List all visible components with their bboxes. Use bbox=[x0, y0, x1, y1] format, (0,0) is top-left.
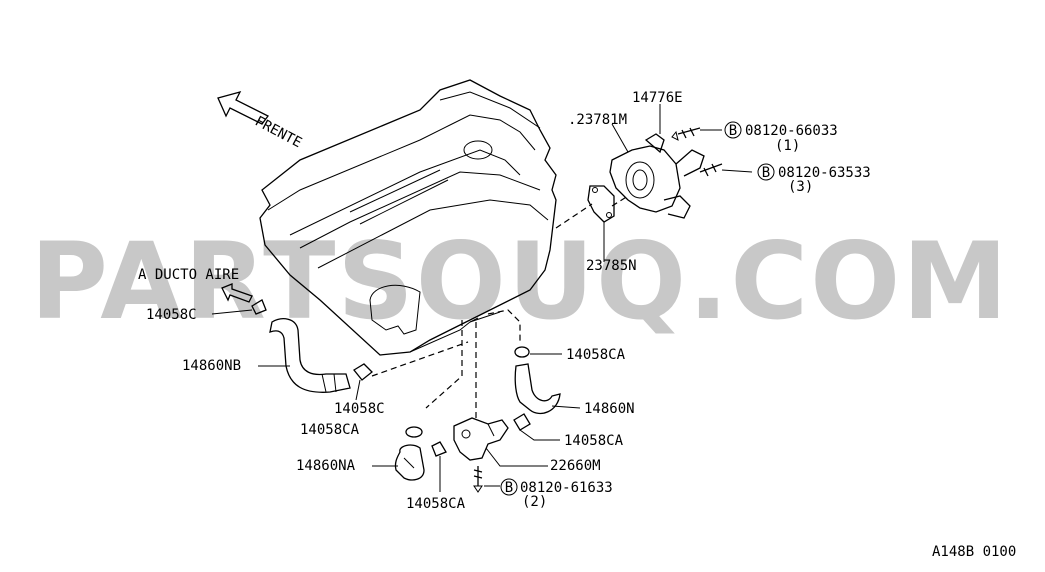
svg-text:B: B bbox=[729, 123, 737, 139]
bolt-08120-63533-icon bbox=[699, 163, 723, 177]
hose-14860nb bbox=[269, 318, 351, 393]
bolt-symbol-2: B bbox=[757, 163, 775, 181]
bolt-symbol-3: B bbox=[500, 478, 518, 496]
clamp-14058ca-bottom bbox=[431, 441, 447, 457]
label-22660m: 22660M bbox=[550, 458, 601, 474]
direction-label: FRENTE bbox=[252, 113, 304, 151]
watermark-text: PARTSOUQ.COM bbox=[30, 220, 1009, 343]
label-23785n: 23785N bbox=[586, 258, 637, 274]
label-14058c-top: 14058C bbox=[146, 307, 197, 323]
bolt-08120-66033-icon bbox=[671, 127, 701, 141]
label-14058ca-left: 14058CA bbox=[300, 422, 360, 438]
clamp-14058ca-right-top bbox=[514, 346, 530, 358]
bolt-symbol-1: B bbox=[724, 121, 742, 139]
clamp-14058c-top bbox=[251, 299, 267, 315]
label-08120-61633: 08120-61633 bbox=[520, 480, 613, 496]
hose-14860na bbox=[394, 444, 425, 481]
label-08120-66033: 08120-66033 bbox=[745, 123, 838, 139]
clamp-14058c-mid bbox=[353, 363, 373, 381]
label-08120-63533: 08120-63533 bbox=[778, 165, 871, 181]
label-08120-66033-qty: (1) bbox=[775, 138, 800, 154]
label-08120-61633-qty: (2) bbox=[522, 494, 547, 510]
label-14776e: 14776E bbox=[632, 90, 683, 106]
label-08120-63533-qty: (3) bbox=[788, 179, 813, 195]
svg-text:B: B bbox=[762, 165, 770, 181]
bolt-08120-61633-icon bbox=[473, 466, 483, 493]
label-14860na: 14860NA bbox=[296, 458, 356, 474]
air-duct-arrow-icon bbox=[221, 283, 253, 303]
thermostat-housing bbox=[609, 133, 705, 219]
engine-block bbox=[259, 79, 557, 356]
hose-14860n bbox=[514, 363, 561, 415]
clamp-14058ca-left bbox=[405, 426, 423, 438]
front-direction-arrow-icon bbox=[217, 90, 269, 125]
label-14058c-mid: 14058C bbox=[334, 401, 385, 417]
label-23781m: .23781M bbox=[568, 112, 627, 128]
svg-text:B: B bbox=[505, 480, 513, 496]
label-14860nb: 14860NB bbox=[182, 358, 241, 374]
duct-label: A DUCTO AIRE bbox=[138, 267, 239, 283]
gasket-23785n bbox=[587, 185, 615, 223]
diagram-code: A148B 0100 bbox=[932, 544, 1016, 560]
clamp-14058ca-right-bottom bbox=[513, 413, 531, 431]
valve-22660m bbox=[453, 417, 509, 461]
label-14058ca-right-bottom: 14058CA bbox=[564, 433, 624, 449]
label-14058ca-right-top: 14058CA bbox=[566, 347, 626, 363]
label-14860n: 14860N bbox=[584, 401, 635, 417]
label-14058ca-bottom: 14058CA bbox=[406, 496, 466, 512]
